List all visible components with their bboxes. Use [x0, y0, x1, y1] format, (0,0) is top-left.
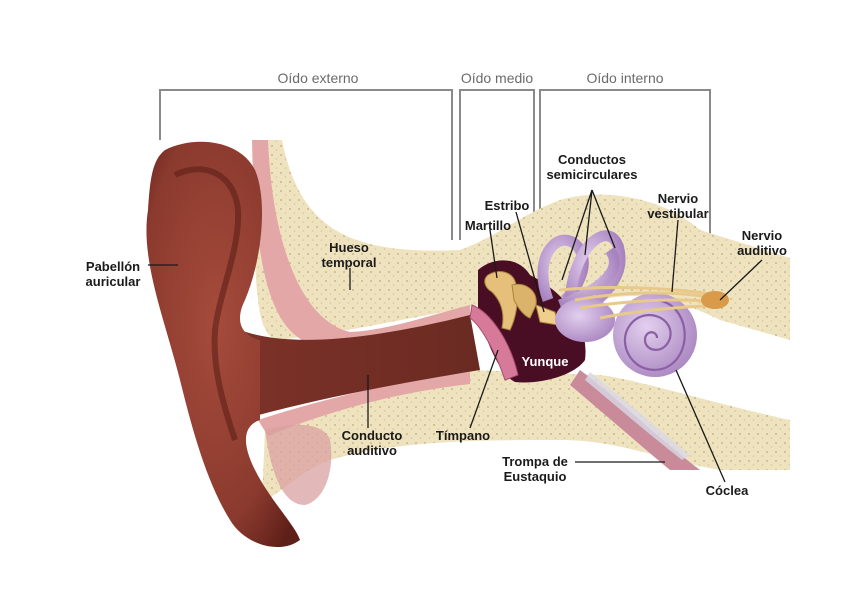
- earlobe-tissue: [265, 424, 332, 505]
- eardrum: [469, 304, 519, 381]
- malleus: [484, 271, 518, 331]
- incus: [511, 283, 537, 319]
- label-cochlea: Cóclea: [706, 483, 749, 498]
- temporal-bone-lower: [262, 370, 790, 500]
- label-stirrup: Estribo: [485, 198, 530, 213]
- ear-canal: [240, 315, 480, 420]
- auditory-nerve-ganglion: [701, 291, 729, 309]
- section-inner-ear: Oído interno: [586, 70, 663, 86]
- pinna: [146, 141, 300, 548]
- cochlea: [613, 293, 697, 377]
- label-anvil: Yunque: [522, 354, 569, 369]
- label-temporal-line2: temporal: [322, 255, 377, 270]
- label-vestibular-line1: Nervio: [658, 191, 699, 206]
- pinna-fold: [173, 166, 242, 441]
- label-eustachian-line1: Trompa de: [502, 454, 568, 469]
- label-semicircular-line2: semicirculares: [546, 167, 637, 182]
- label-pinna-line1: Pabellón: [86, 259, 140, 274]
- eustachian-tube-stripe: [585, 372, 690, 460]
- label-semicircular-line1: Conductos: [558, 152, 626, 167]
- label-auditory-line1: Nervio: [742, 228, 783, 243]
- label-auditory-line2: auditivo: [737, 243, 787, 258]
- label-hammer: Martillo: [465, 218, 511, 233]
- leader-lines: [148, 189, 763, 483]
- label-eardrum: Tímpano: [436, 428, 490, 443]
- label-canal-line2: auditivo: [347, 443, 397, 458]
- section-brackets: [159, 89, 711, 245]
- label-pinna-line2: auricular: [86, 274, 141, 289]
- vestibule: [555, 298, 615, 342]
- section-outer-ear: Oído externo: [278, 70, 359, 86]
- label-vestibular-line2: vestibular: [647, 206, 708, 221]
- label-temporal-line1: Hueso: [329, 240, 369, 255]
- label-canal-line1: Conducto: [342, 428, 403, 443]
- section-middle-ear: Oído medio: [461, 70, 534, 86]
- canal-lining-lower: [258, 372, 470, 436]
- label-eustachian-line2: Eustaquio: [504, 469, 567, 484]
